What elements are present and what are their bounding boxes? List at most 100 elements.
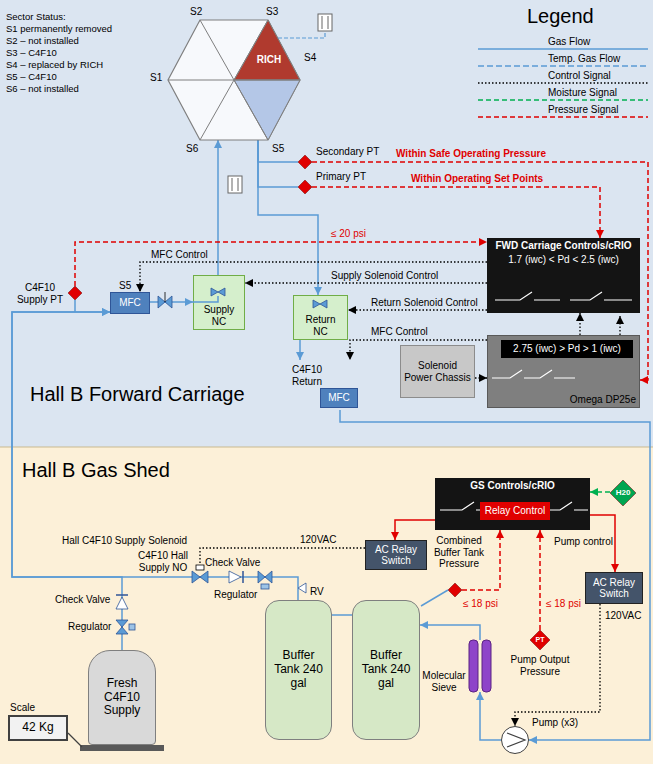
gas-line	[258, 140, 318, 295]
switch-contacts	[550, 502, 588, 510]
sector-label: S3	[266, 6, 278, 18]
signal-label: Within Operating Set Points	[410, 173, 544, 185]
legend-samples	[478, 99, 648, 101]
switch-contacts	[440, 502, 480, 510]
gas-line	[299, 340, 301, 360]
valve-symbol	[116, 620, 128, 634]
node-text: Primary PT	[316, 171, 366, 183]
node-text: 2.75 (iwc) > Pd > 1 (iwc)	[513, 343, 621, 355]
node-text: MFC	[320, 388, 358, 408]
legend-samples	[478, 48, 648, 50]
bubbler-icon	[238, 178, 239, 191]
solenoid-valve-box: Return NC	[293, 295, 348, 340]
pump-impeller	[507, 733, 525, 747]
node-text: Buffer Tank 240 gal	[356, 649, 416, 690]
bubbler-icon	[278, 31, 325, 38]
component-label: Check Valve	[205, 557, 260, 569]
buffer-tank: Buffer Tank 240 gal	[265, 600, 332, 740]
scale-platform	[68, 733, 164, 751]
diamond-outline	[298, 180, 312, 194]
node-text: Hall B Forward Carriage	[30, 383, 245, 406]
signal-label: ≤ 18 psi	[545, 598, 582, 610]
node-text: PT	[536, 636, 545, 644]
node-text: MFC	[119, 297, 141, 309]
molecular-sieve-outline	[468, 640, 492, 692]
gas-line	[258, 140, 298, 162]
sector-divider	[200, 80, 234, 140]
moisture-sensor: H20	[610, 480, 636, 506]
pressure-transducer: PTPump Output Pressure	[530, 630, 550, 650]
node-text: AC Relay Switch	[369, 544, 423, 567]
mass-flow-controller: C4F10 ReturnMFC	[290, 360, 360, 410]
switch-contacts	[570, 292, 632, 300]
valve-symbol	[165, 292, 166, 302]
legend-entry: Gas Flow	[548, 36, 590, 48]
rich-sector	[234, 20, 300, 80]
node-text: Pump Output Pressure	[508, 654, 572, 677]
pump-impeller	[507, 733, 525, 747]
pressure-tap	[75, 300, 448, 606]
node-text: Supply NC	[197, 304, 241, 327]
signal-label: Within Safe Operating Pressure	[395, 148, 547, 160]
legend-samples	[478, 49, 648, 117]
sector-divider	[168, 80, 234, 81]
pressure-transducer: Secondary PT	[298, 155, 312, 169]
node-text: Secondary PT	[316, 146, 379, 158]
signal-line	[312, 162, 648, 380]
scale-platform	[68, 733, 82, 747]
valve-symbol	[258, 571, 272, 583]
pressure-tap	[421, 590, 448, 606]
node-text: Scale	[10, 702, 35, 714]
node-text: Combined Buffer Tank Pressure	[428, 535, 490, 570]
gas-line	[332, 614, 352, 616]
valve-symbol	[229, 571, 241, 583]
sector-label: S1	[150, 72, 162, 84]
controller-box: FWD Carriage Controls/cRIO1.7 (iwc) < Pd…	[487, 238, 640, 313]
sector-divider	[234, 20, 268, 80]
pressure-transducer-outline	[448, 583, 462, 597]
node-text: C4F10 Return	[292, 364, 330, 387]
component-label: 120VAC	[300, 534, 337, 546]
gas-sector	[234, 80, 300, 140]
signal-label: Pump control	[553, 536, 614, 548]
valve-symbol	[193, 296, 218, 302]
status-note: S4 – replaced by RICH	[6, 60, 103, 71]
relay-switch: AC Relay Switch	[585, 572, 643, 604]
signal-line	[75, 242, 487, 286]
valve-symbol	[261, 584, 269, 589]
gas-line	[480, 692, 501, 740]
scale-display: Scale42 Kg	[8, 715, 68, 741]
valve-symbol	[116, 597, 128, 609]
signal-line	[245, 282, 487, 283]
component-label: Hall C4F10 Supply Solenoid	[62, 535, 187, 547]
relay-switch: AC Relay Switch	[365, 540, 427, 570]
signal-label: MFC Control	[370, 326, 429, 338]
component-label: 120VAC	[605, 610, 642, 622]
signal-line	[579, 313, 580, 335]
sector-divider	[234, 80, 300, 81]
gas-shed-ground	[0, 447, 653, 764]
signal-label: Supply Solenoid Control	[330, 270, 439, 282]
pressure-transducer: Primary PT	[298, 180, 312, 194]
node-text: H20	[616, 488, 631, 497]
component-label: RV	[310, 586, 324, 598]
legend-samples	[478, 82, 648, 84]
node-text: 42 Kg	[22, 721, 53, 735]
component-label: Check Valve	[55, 594, 110, 606]
legend-samples	[478, 116, 648, 118]
valve-symbol	[242, 571, 244, 583]
valve-symbol	[129, 624, 135, 630]
node-text: Hall B Gas Shed	[22, 459, 170, 482]
legend-samples	[478, 65, 648, 67]
region-divider	[0, 447, 653, 448]
valve-symbol	[313, 300, 327, 308]
scale-platform	[80, 745, 164, 751]
signal-line	[475, 377, 487, 378]
gas-cylinder: Fresh C4F10 Supply	[88, 650, 156, 745]
legend-entry: Control Signal	[548, 70, 611, 82]
sieve-column	[482, 640, 491, 692]
signal-label: ≤ 18 psi	[462, 598, 499, 610]
node-text: Buffer Tank 240 gal	[269, 649, 328, 690]
legend-entry: Pressure Signal	[548, 104, 619, 116]
